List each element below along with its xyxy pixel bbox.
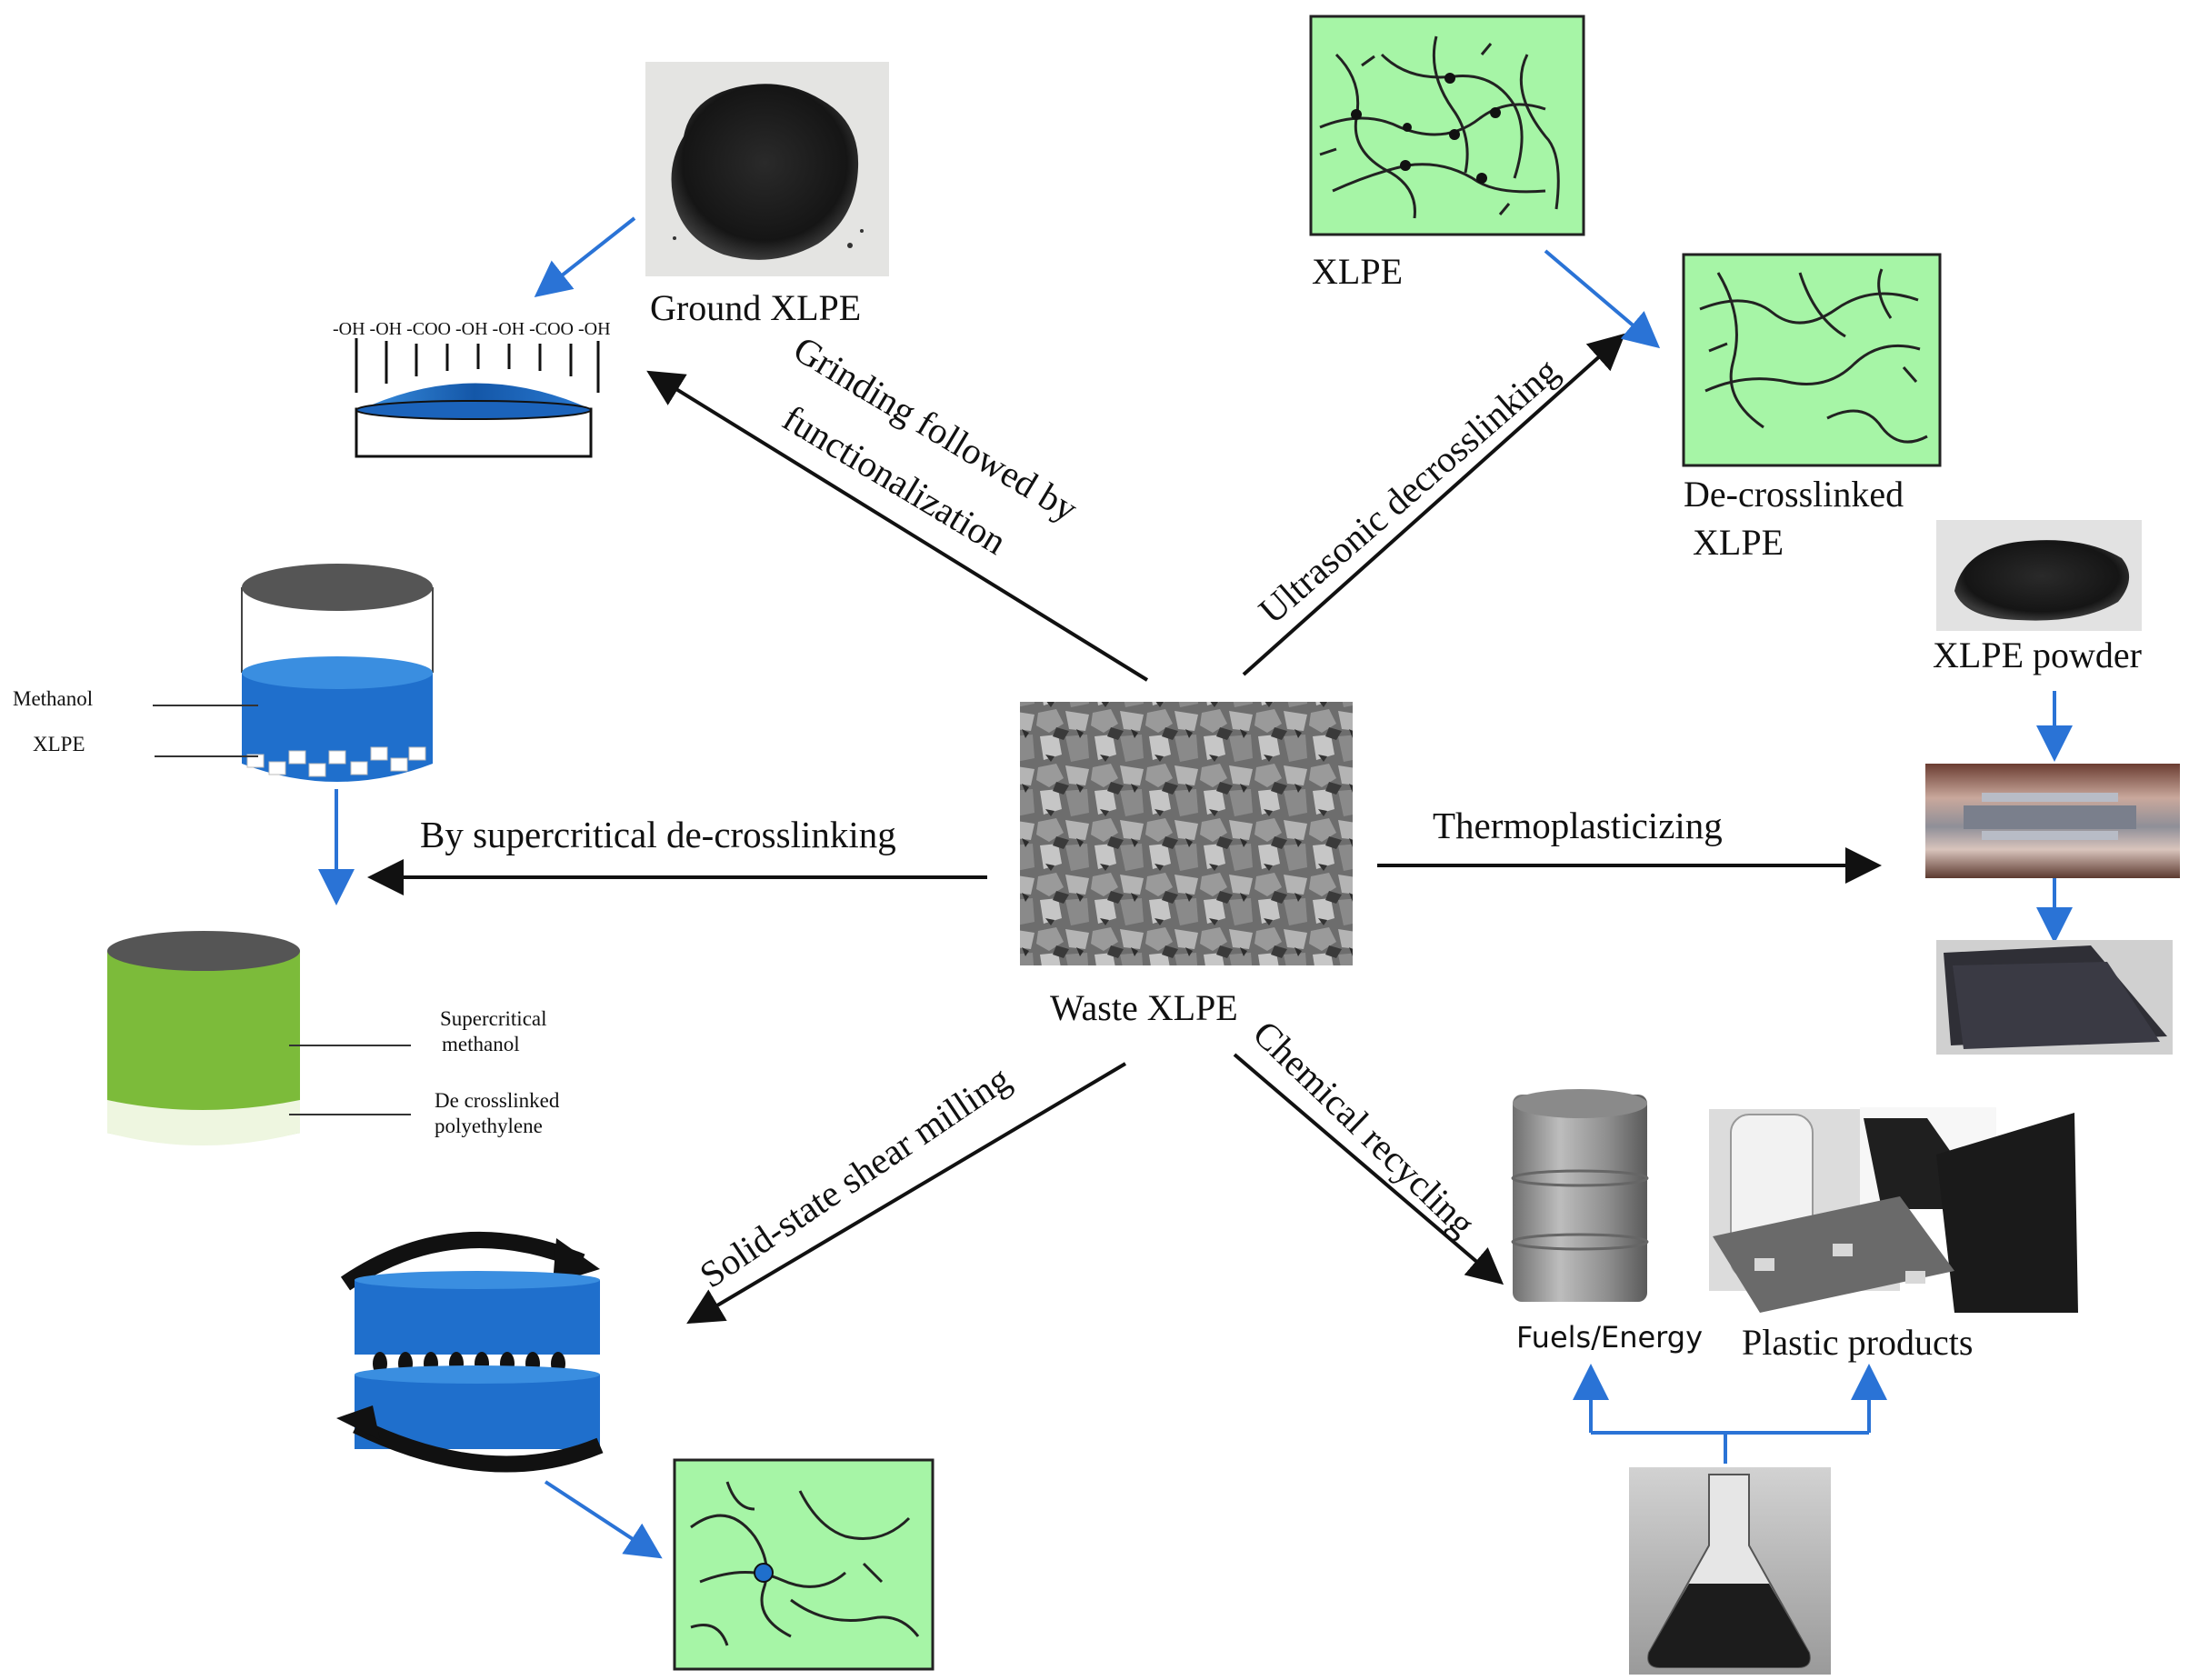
ground-to-functionalized-arrow: [534, 216, 636, 297]
supercritical-vessel: [107, 931, 300, 1145]
waste-xlpe-label: Waste XLPE: [1050, 987, 1238, 1028]
arrow-ultrasonic: [1242, 333, 1625, 676]
main-route-arrows: [367, 333, 1882, 1325]
plastic-products-photo: [1709, 1107, 2078, 1313]
arrow-chemical: [1233, 1053, 1504, 1285]
flask-photo: [1629, 1467, 1831, 1675]
hot-press-photo: [1925, 764, 2180, 878]
decrosslinked-pe-label-1: De crosslinked: [435, 1089, 560, 1112]
decrosslinked-label-1: De-crosslinked: [1684, 474, 1904, 515]
supercritical-label-1: Supercritical: [440, 1007, 547, 1030]
waste-xlpe-image: [1020, 702, 1353, 965]
surface-groups-label: -OH -OH -COO -OH -OH -COO -OH: [333, 319, 611, 339]
fuels-label: Fuels/Energy: [1516, 1320, 1703, 1355]
route-label-supercritical: By supercritical de-crosslinking: [420, 814, 896, 855]
arrow-shear: [686, 1062, 1127, 1325]
shear-network-box: [673, 1458, 935, 1671]
fuel-drum-photo: [1511, 1089, 1649, 1302]
ground-xlpe-photo: [645, 62, 889, 276]
decrosslinked-network-box: [1682, 253, 1942, 467]
xlpe-network-box: [1309, 15, 1585, 236]
xlpe-powder-label: XLPE powder: [1933, 635, 2142, 675]
xlpe-powder-photo: [1936, 520, 2142, 631]
xlpe-network-label: XLPE: [1312, 251, 1403, 292]
xlpe-to-decrosslinked-arrow: [1544, 249, 1661, 349]
shear-to-network-arrow: [544, 1480, 663, 1559]
route-label-ultrasonic: Ultrasonic decrosslinking: [1251, 349, 1566, 631]
shear-mill-icon: [336, 1231, 604, 1473]
liquid-splitter-arrows: [1573, 1364, 1887, 1464]
ground-xlpe-label: Ground XLPE: [650, 287, 861, 328]
arrow-grinding: [646, 370, 1149, 682]
plastic-products-label: Plastic products: [1742, 1322, 1973, 1363]
functionalized-particle-icon: -OH -OH -COO -OH -OH -COO -OH: [333, 319, 611, 458]
route-label-chemical: Chemical recycling: [1245, 1012, 1484, 1244]
supercritical-label-2: methanol: [442, 1033, 520, 1055]
methanol-label: Methanol: [13, 687, 93, 710]
route-label-shear: Solid-state shear milling: [692, 1057, 1017, 1295]
plastic-sheet-photo: [1936, 940, 2173, 1055]
decrosslinked-pe-label-2: polyethylene: [435, 1115, 543, 1137]
decrosslinked-label-2: XLPE: [1693, 522, 1784, 563]
route-label-thermo: Thermoplasticizing: [1433, 805, 1723, 846]
methanol-vessel: [241, 564, 434, 782]
vessel-xlpe-label: XLPE: [33, 733, 85, 755]
